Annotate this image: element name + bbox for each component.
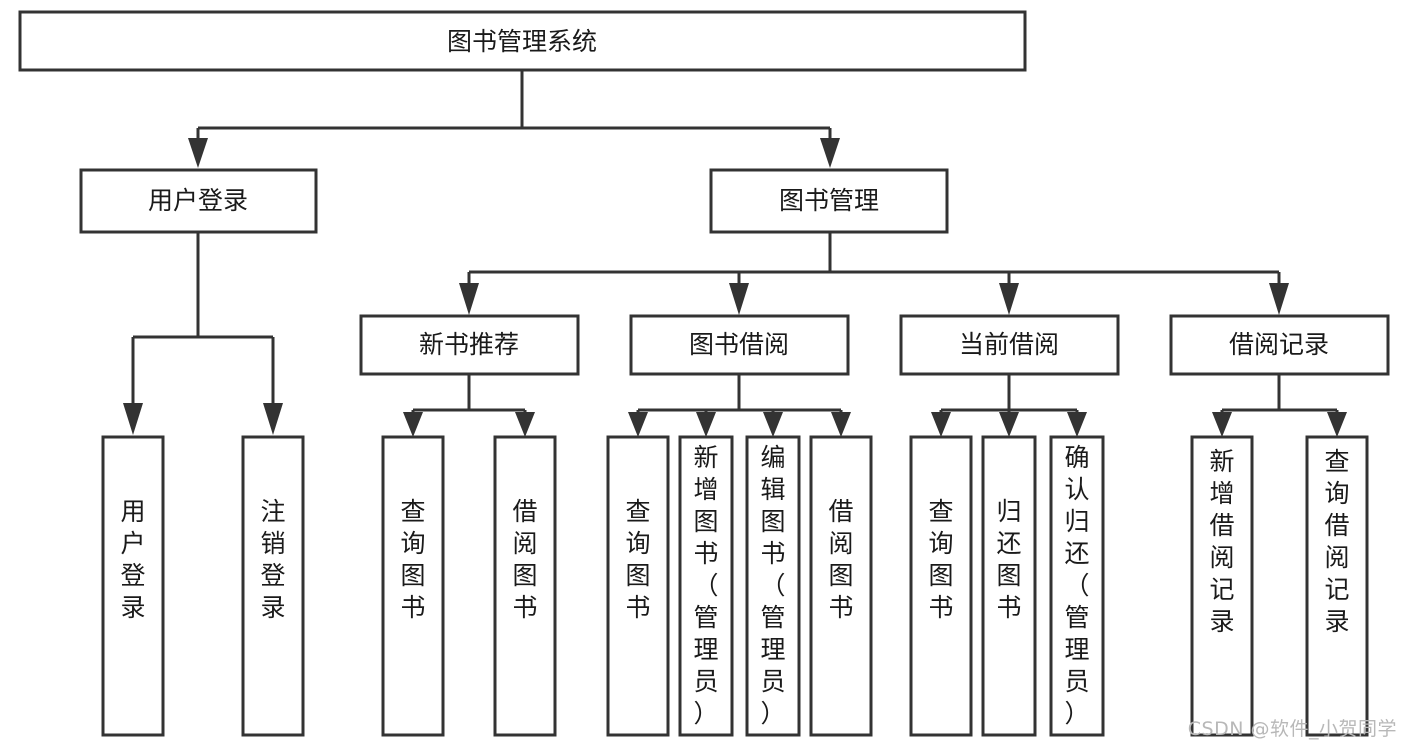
node-leaf8-box[interactable] — [809, 435, 873, 737]
arrowhead-leaf11 — [1067, 412, 1087, 437]
node-leaf3-box[interactable] — [381, 435, 445, 737]
arrowhead-leaf4 — [515, 412, 535, 437]
arrowhead-leaf10 — [999, 412, 1019, 437]
node-leaf6[interactable]: 新增图书（管理员） — [678, 435, 734, 737]
node-leaf11[interactable]: 确认归还（管理员） — [1049, 435, 1105, 737]
node-leaf11-label: 确认归还（管理员） — [1064, 443, 1089, 728]
node-leaf3-label: 查询图书 — [400, 497, 425, 622]
arrowhead-leaf13 — [1327, 412, 1347, 437]
arrowhead-leaf1 — [123, 403, 143, 435]
node-record[interactable]: 借阅记录 — [1169, 314, 1390, 376]
node-login-label: 用户登录 — [148, 186, 248, 215]
node-current-label: 当前借阅 — [959, 330, 1059, 359]
node-leaf7[interactable]: 编辑图书（管理员） — [745, 435, 801, 737]
arrowhead-leaf6 — [696, 412, 716, 437]
node-current[interactable]: 当前借阅 — [899, 314, 1120, 376]
node-leaf8-label: 借阅图书 — [828, 497, 853, 622]
node-current-box[interactable] — [899, 314, 1120, 376]
node-borrow-box[interactable] — [629, 314, 850, 376]
node-leaf9-label: 查询图书 — [928, 497, 953, 622]
node-root-box[interactable] — [18, 10, 1027, 72]
arrowhead-newbook — [459, 283, 479, 315]
node-leaf5[interactable]: 查询图书 — [606, 435, 670, 737]
node-borrow[interactable]: 图书借阅 — [629, 314, 850, 376]
node-login-box[interactable] — [79, 168, 318, 234]
arrowhead-leaf5 — [628, 412, 648, 437]
node-leaf1-label: 用户登录 — [120, 497, 145, 622]
node-leaf1[interactable]: 用户登录 — [101, 435, 165, 737]
node-bookmgr-label: 图书管理 — [779, 186, 879, 215]
node-leaf6-label: 新增图书（管理员） — [693, 443, 718, 728]
node-leaf4-label: 借阅图书 — [512, 497, 537, 622]
node-leaf4-box[interactable] — [493, 435, 557, 737]
node-leaf4[interactable]: 借阅图书 — [493, 435, 557, 737]
node-leaf2-label: 注销登录 — [260, 497, 285, 622]
arrowhead-leaf8 — [831, 412, 851, 437]
arrowhead-leaf12 — [1212, 412, 1232, 437]
node-leaf13-label: 查询借阅记录 — [1324, 447, 1349, 636]
node-newbook-box[interactable] — [359, 314, 580, 376]
arrowhead-current — [999, 283, 1019, 315]
node-leaf9-box[interactable] — [909, 435, 973, 737]
node-leaf13[interactable]: 查询借阅记录 — [1305, 435, 1369, 737]
node-record-label: 借阅记录 — [1229, 330, 1329, 359]
node-leaf12-box[interactable] — [1190, 435, 1254, 737]
arrowhead-leaf2 — [263, 403, 283, 435]
connector-layer — [123, 71, 1347, 437]
node-newbook[interactable]: 新书推荐 — [359, 314, 580, 376]
arrowhead-leaf7 — [763, 412, 783, 437]
node-leaf11-box[interactable] — [1049, 435, 1105, 737]
node-leaf10[interactable]: 归还图书 — [981, 435, 1037, 737]
node-leaf10-box[interactable] — [981, 435, 1037, 737]
node-leaf12[interactable]: 新增借阅记录 — [1190, 435, 1254, 737]
node-leaf2-box[interactable] — [241, 435, 305, 737]
node-leaf7-box[interactable] — [745, 435, 801, 737]
node-root-label: 图书管理系统 — [447, 27, 597, 56]
node-leaf5-box[interactable] — [606, 435, 670, 737]
arrowhead-login — [188, 138, 208, 168]
arrowhead-record — [1269, 283, 1289, 315]
node-leaf2[interactable]: 注销登录 — [241, 435, 305, 737]
arrowhead-bookmgr — [820, 138, 840, 168]
node-leaf10-label: 归还图书 — [996, 497, 1021, 622]
node-leaf1-box[interactable] — [101, 435, 165, 737]
node-leaf7-label: 编辑图书（管理员） — [760, 443, 785, 728]
node-leaf13-box[interactable] — [1305, 435, 1369, 737]
node-newbook-label: 新书推荐 — [419, 330, 519, 359]
node-bookmgr[interactable]: 图书管理 — [709, 168, 949, 234]
node-leaf3[interactable]: 查询图书 — [381, 435, 445, 737]
node-record-box[interactable] — [1169, 314, 1390, 376]
node-bookmgr-box[interactable] — [709, 168, 949, 234]
node-login[interactable]: 用户登录 — [79, 168, 318, 234]
node-leaf12-label: 新增借阅记录 — [1209, 447, 1234, 636]
node-leaf9[interactable]: 查询图书 — [909, 435, 973, 737]
node-leaf6-box[interactable] — [678, 435, 734, 737]
node-leaf8[interactable]: 借阅图书 — [809, 435, 873, 737]
node-borrow-label: 图书借阅 — [689, 330, 789, 359]
arrowhead-borrow — [729, 283, 749, 315]
arrowhead-leaf3 — [403, 412, 423, 437]
arrowhead-leaf9 — [931, 412, 951, 437]
node-leaf5-label: 查询图书 — [625, 497, 650, 622]
node-root[interactable]: 图书管理系统 — [18, 10, 1027, 72]
